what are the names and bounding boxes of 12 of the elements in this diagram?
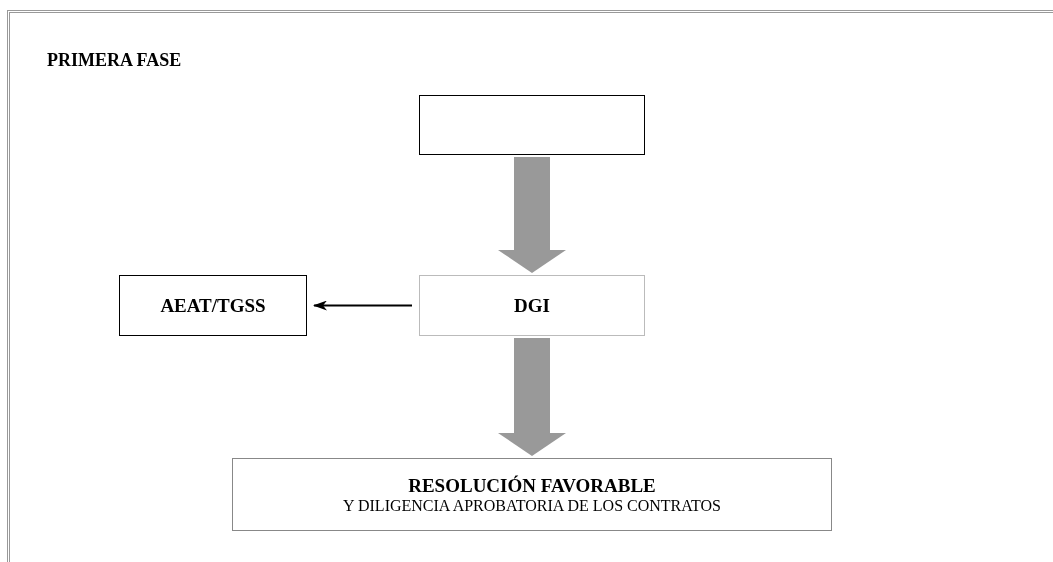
- box-heading: AEAT/TGSS: [160, 294, 266, 317]
- process-box: [419, 95, 645, 155]
- process-box: [419, 275, 645, 336]
- process-box: [119, 275, 307, 336]
- block-arrow: [498, 338, 566, 456]
- arrow: [313, 300, 413, 311]
- box-heading: DGI: [514, 294, 550, 317]
- phase-heading: PRIMERA FASE: [47, 50, 182, 71]
- result-box: [232, 458, 832, 531]
- box-subtext: Y DILIGENCIA APROBATORIA DE LOS CONTRATOS: [343, 496, 721, 515]
- box-heading: RESOLUCIÓN FAVORABLE: [408, 474, 656, 497]
- block-arrow: [498, 157, 566, 273]
